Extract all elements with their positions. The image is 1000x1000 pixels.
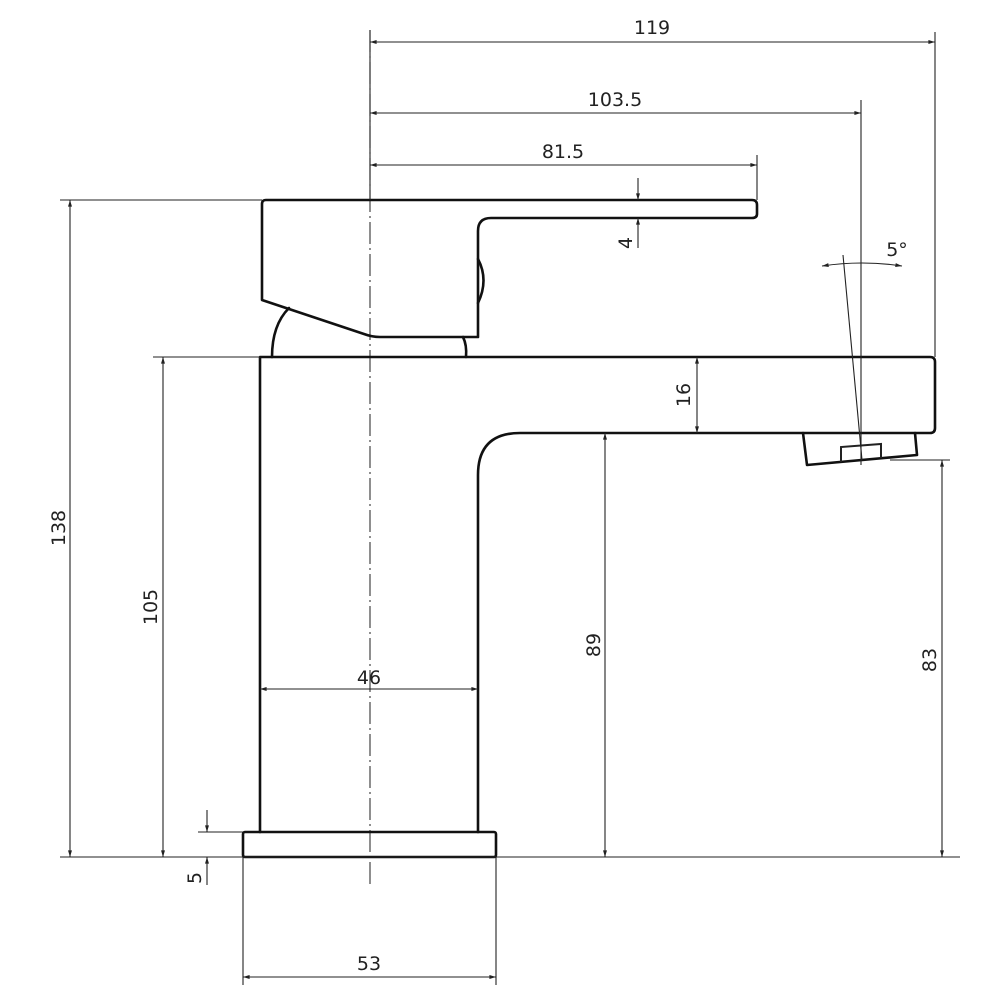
dim-body-width: 46 — [357, 667, 381, 689]
dim-spout-thickness: 16 — [673, 383, 695, 407]
dim-body-height: 105 — [140, 589, 162, 625]
tap-body — [258, 355, 937, 834]
handle-dome-left — [270, 306, 291, 359]
dim-handle-reach: 81.5 — [542, 141, 584, 163]
dim-spout-angle: 5° — [886, 239, 908, 261]
dim-aerator-height: 83 — [919, 648, 941, 672]
dim-handle-thickness: 4 — [615, 237, 637, 249]
dim-overall-reach: 119 — [634, 17, 670, 39]
dim-spout-underside-height: 89 — [583, 633, 605, 657]
handle-lever — [260, 198, 759, 339]
extension-lines — [60, 30, 960, 985]
handle-button — [476, 257, 485, 305]
dimension-labels: 119 103.5 81.5 4 5° 16 138 105 89 83 46 … — [48, 17, 941, 975]
dim-base-width: 53 — [357, 953, 381, 975]
dim-base-plate-height: 5 — [184, 872, 206, 884]
dim-overall-height: 138 — [48, 510, 70, 546]
dim-aerator-reach: 103.5 — [588, 89, 642, 111]
dimension-lines — [68, 40, 944, 979]
handle-dome-right — [461, 335, 468, 359]
tap-outline — [241, 198, 937, 859]
